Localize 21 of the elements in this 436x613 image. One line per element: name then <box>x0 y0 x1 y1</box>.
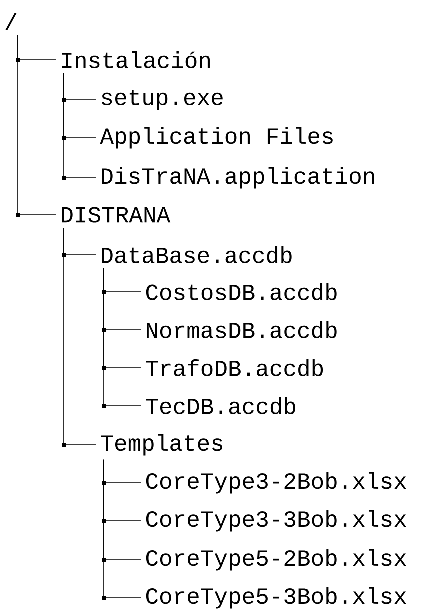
folder-entry: Application Files <box>100 127 333 149</box>
folder-entry: CoreType5-3Bob.xlsx <box>146 587 406 609</box>
folder-entry: Templates <box>101 434 222 456</box>
folder-entry: / <box>5 14 17 30</box>
folder-entry: TrafoDB.accdb <box>146 360 324 376</box>
tree-connector <box>18 34 56 216</box>
folder-entry: setup.exe <box>102 90 223 110</box>
folder-entry: CoreType5-2Bob.xlsx <box>146 549 406 571</box>
tree-connector <box>64 228 96 446</box>
tree-connector <box>104 268 142 406</box>
folder-entry: CoreType3-3Bob.xlsx <box>146 510 406 532</box>
folder-entry: TecDB.accdb <box>146 398 296 414</box>
folder-entry: DisTraNA.application <box>102 167 374 189</box>
folder-entry: NormasDB.accdb <box>147 322 337 338</box>
folder-entry: Instalación <box>62 52 210 68</box>
folder-entry: DataBase.accdb <box>102 246 292 264</box>
tree-connector <box>64 72 96 178</box>
tree-connector <box>104 460 142 598</box>
folder-entry: DISTRANA <box>62 207 171 223</box>
folder-entry: CoreType3-2Bob.xlsx <box>146 472 406 494</box>
folder-entry: CostosDB.accdb <box>146 284 337 300</box>
